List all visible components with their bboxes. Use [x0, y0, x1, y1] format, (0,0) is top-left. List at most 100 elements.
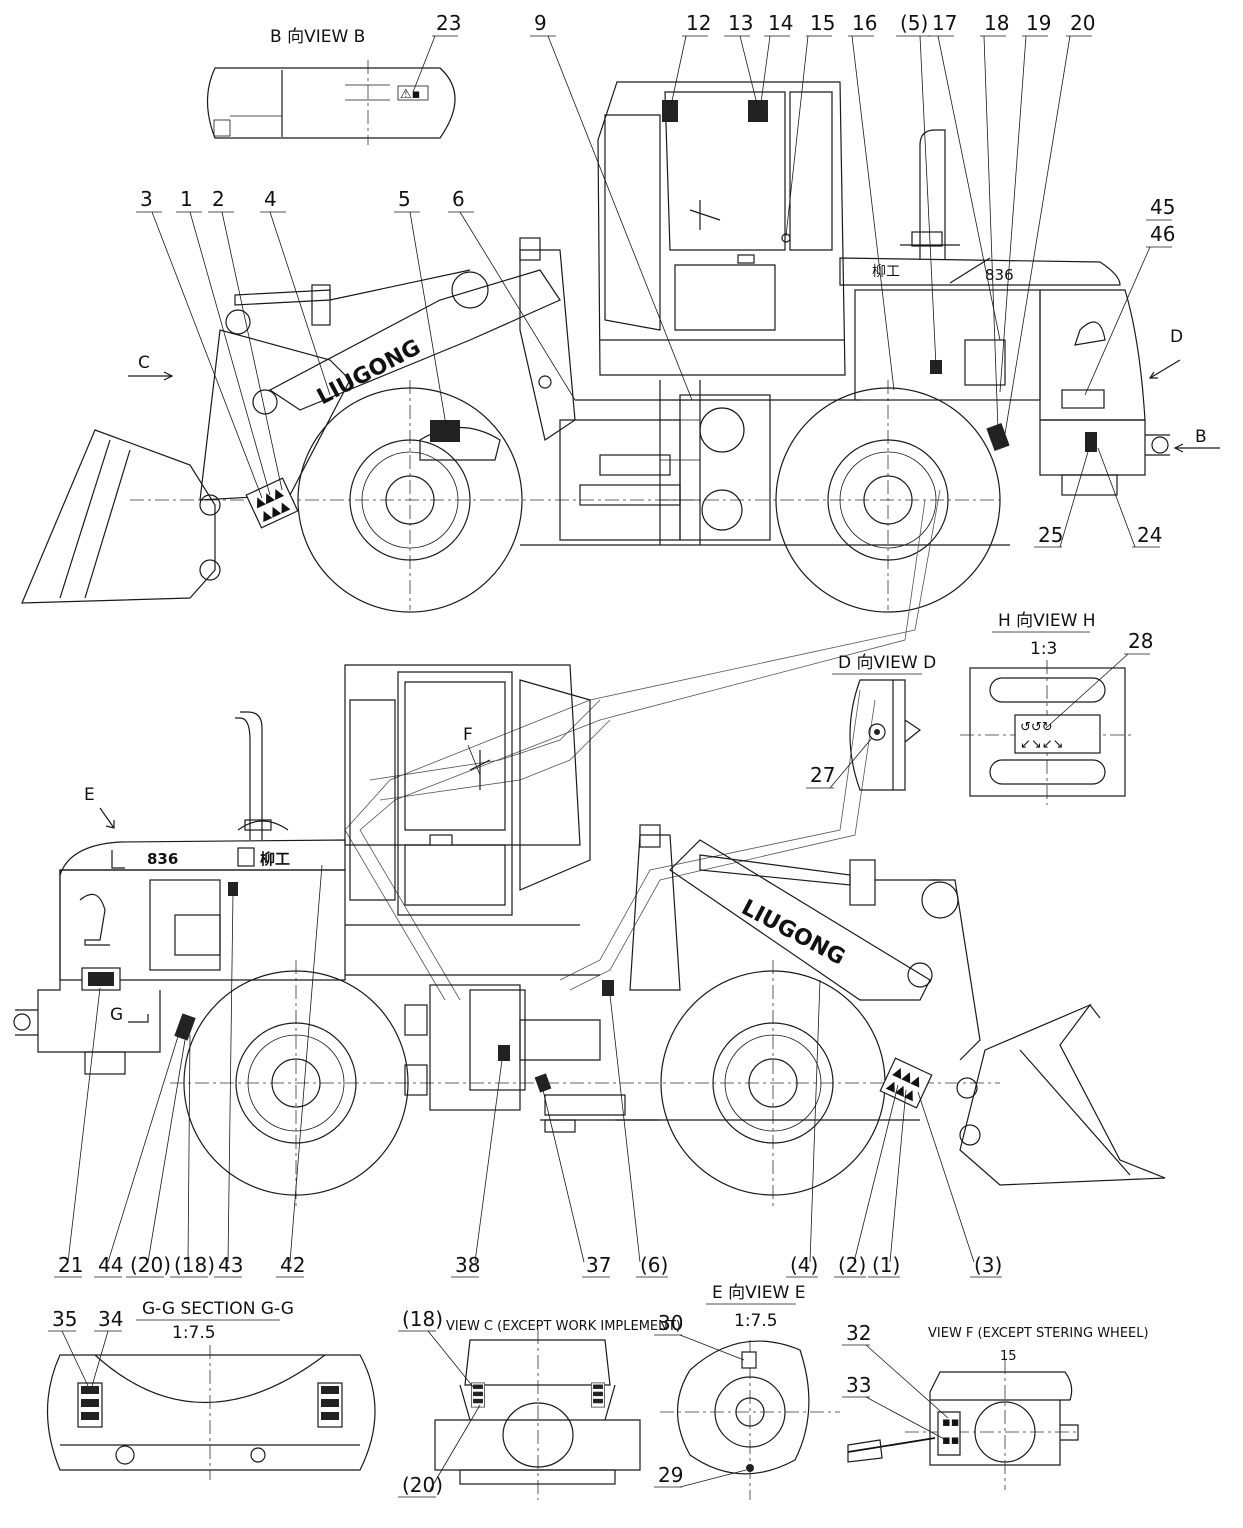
svg-text:46: 46 [1150, 222, 1175, 246]
view-g-marker: G [110, 1005, 123, 1025]
svg-text:1: 1 [180, 187, 193, 211]
svg-text:32: 32 [846, 1321, 871, 1345]
section-g-title: G-G SECTION G-G [142, 1299, 294, 1319]
bottom-callouts: 21 44 (20) (18) 43 42 38 37 (6) (4) (2) … [54, 864, 1002, 1278]
callout-27: 27 [810, 763, 835, 787]
callout-23: 23 [412, 11, 461, 93]
view-c-title: VIEW C (EXCEPT WORK IMPLEMENT) [446, 1319, 681, 1334]
svg-text:45: 45 [1150, 195, 1175, 219]
callout-42: 42 [276, 864, 323, 1278]
callout-25: 25 [1034, 444, 1091, 548]
svg-text:(1): (1) [872, 1253, 900, 1277]
svg-text:12: 12 [686, 11, 711, 35]
view-h-title: H 向VIEW H [998, 611, 1096, 631]
svg-text:14: 14 [768, 11, 793, 35]
svg-text:33: 33 [846, 1373, 871, 1397]
callout-3-ref: (3) [917, 1091, 1002, 1278]
callout-18: 18 [980, 11, 1009, 431]
svg-text:(3): (3) [974, 1253, 1002, 1277]
view-f-title: VIEW F (EXCEPT STERING WHEEL) [928, 1326, 1149, 1341]
svg-text:17: 17 [932, 11, 957, 35]
view-b-marker: B [1195, 427, 1207, 447]
view-e: E 向VIEW E 1:7.5 30 29 [654, 1283, 840, 1500]
svg-text:↙↘↙↘: ↙↘↙↘ [1020, 737, 1064, 752]
view-f-marker: F [463, 725, 473, 745]
view-h: H 向VIEW H 1:3 ↺↺↻ ↙↘↙↘ 28 [960, 611, 1153, 805]
svg-text:38: 38 [455, 1253, 480, 1277]
svg-text:35: 35 [52, 1307, 77, 1331]
svg-text:21: 21 [58, 1253, 83, 1277]
top-hood-logo: 柳工 [872, 263, 900, 280]
callout-24: 24 [1097, 447, 1162, 548]
view-e-title: E 向VIEW E [712, 1283, 805, 1303]
view-b-decal-23: ⚠▪ [400, 87, 420, 102]
svg-text:5: 5 [398, 187, 411, 211]
view-h-scale: 1:3 [1030, 639, 1057, 659]
bottom-hood-model: 836 [147, 850, 178, 868]
callout-1-ref: (1) [868, 1089, 907, 1278]
bottom-hood-logo: 柳工 [260, 850, 290, 868]
callout-18-ref: (18) [170, 1034, 215, 1278]
callout-6-ref: (6) [609, 994, 668, 1278]
svg-text:20: 20 [1070, 11, 1095, 35]
callout-43: 43 [214, 891, 243, 1278]
callout-13: 13 [724, 11, 759, 109]
svg-text:25: 25 [1038, 523, 1063, 547]
callout-45: 45 [1146, 195, 1175, 221]
callout-28: 28 [1128, 629, 1153, 653]
view-f-scale: 15 [1000, 1349, 1017, 1364]
bottom-loader-side-view: 836 柳工 G F E [13, 664, 1166, 1210]
bottom-boom-logo: LIUGONG [737, 895, 849, 970]
callout-44: 44 [94, 1029, 181, 1278]
svg-text:(18): (18) [174, 1253, 215, 1277]
callout-20-ref: (20) [126, 1039, 186, 1278]
svg-text:4: 4 [264, 187, 277, 211]
callout-34: 34 [91, 1307, 123, 1387]
callout-33: 33 [842, 1373, 947, 1441]
callout-30: 30 [654, 1311, 745, 1361]
callout-4-ref: (4) [786, 979, 821, 1278]
svg-text:(20): (20) [402, 1473, 443, 1497]
projection-ghost-lines [344, 489, 941, 1001]
svg-text:34: 34 [98, 1307, 123, 1331]
callout-2: 2 [208, 187, 283, 491]
svg-text:6: 6 [452, 187, 465, 211]
svg-text:↺↺↻: ↺↺↻ [1020, 720, 1053, 735]
callout-5-ref: (5) [896, 11, 937, 367]
svg-text:19: 19 [1026, 11, 1051, 35]
callout-20: 20 [1003, 11, 1095, 441]
svg-text:(5): (5) [900, 11, 928, 35]
svg-text:18: 18 [984, 11, 1009, 35]
svg-text:(2): (2) [838, 1253, 866, 1277]
svg-text:(4): (4) [790, 1253, 818, 1277]
svg-text:13: 13 [728, 11, 753, 35]
callout-19: 19 [999, 11, 1051, 393]
svg-text:15: 15 [810, 11, 835, 35]
callout-6: 6 [448, 187, 576, 401]
svg-text:(20): (20) [130, 1253, 171, 1277]
svg-text:37: 37 [586, 1253, 611, 1277]
callout-2-ref: (2) [834, 1084, 899, 1278]
callout-35: 35 [48, 1307, 89, 1387]
svg-text:▪▪: ▪▪ [942, 1415, 960, 1430]
view-b: B 向VIEW B ⚠▪ [206, 27, 456, 145]
svg-text:(18): (18) [402, 1307, 443, 1331]
callout-17: 17 [928, 11, 1001, 341]
svg-text:16: 16 [852, 11, 877, 35]
callout-16: 16 [848, 11, 895, 391]
callout-20-view-c: (20) [398, 1404, 481, 1498]
callout-4: 4 [260, 187, 331, 396]
top-callouts: 23 9 12 13 14 15 16 (5) 17 18 19 20 3 1 … [136, 11, 1175, 548]
view-d-marker: D [1170, 327, 1183, 347]
top-boom-logo: LIUGONG [313, 335, 425, 410]
svg-text:2: 2 [212, 187, 225, 211]
view-e-scale: 1:7.5 [734, 1311, 778, 1331]
section-g-scale: 1:7.5 [172, 1323, 216, 1343]
svg-text:24: 24 [1137, 523, 1162, 547]
callout-3: 3 [136, 187, 263, 499]
callout-1: 1 [176, 187, 271, 496]
callout-29: 29 [654, 1463, 747, 1488]
svg-text:▪▪: ▪▪ [942, 1433, 960, 1448]
svg-text:(6): (6) [640, 1253, 668, 1277]
callout-38: 38 [451, 1059, 503, 1278]
